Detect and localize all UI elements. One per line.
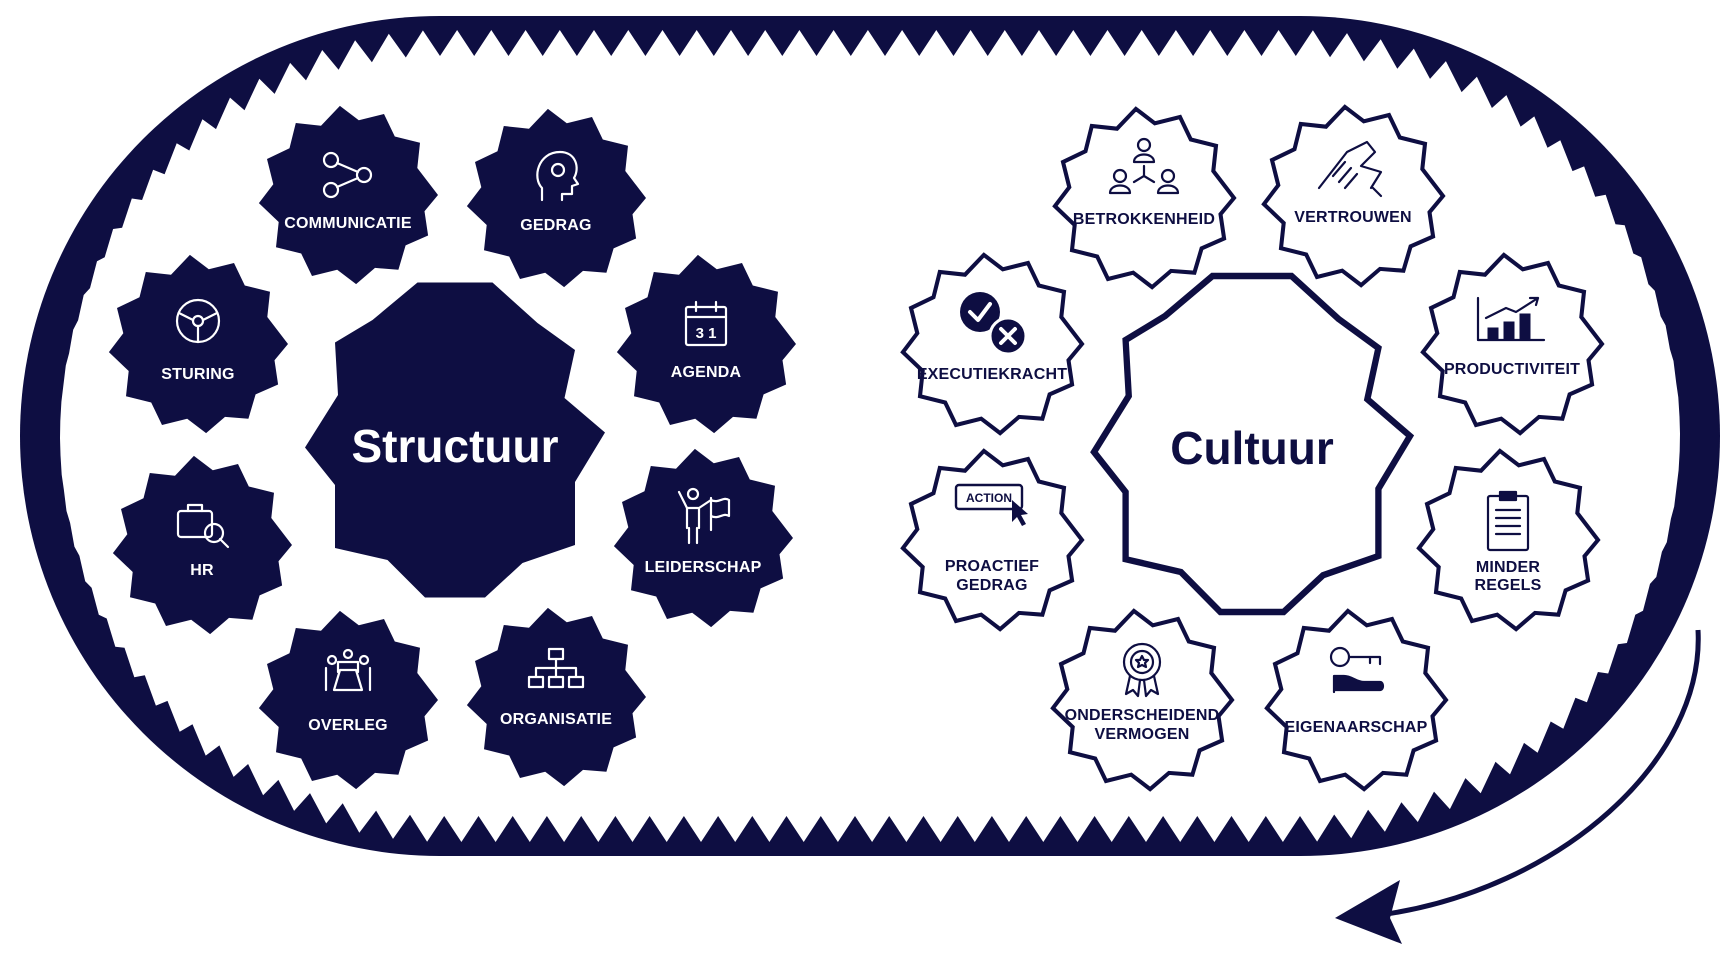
gear-eigenaarschap: EIGENAARSCHAP xyxy=(1267,611,1446,789)
key-hand-icon xyxy=(1329,646,1385,694)
gear-agenda: 3 1 AGENDA xyxy=(616,254,796,434)
gear-vertrouwen: VERTROUWEN xyxy=(1264,107,1443,285)
gear-executiekracht: EXECUTIEKRACHT xyxy=(903,255,1082,433)
meeting-icon xyxy=(324,648,372,692)
structuur-group: Structuur COMMUNICATIE GEDRAG xyxy=(108,105,796,790)
structuur-title: Structuur xyxy=(352,420,559,472)
gear-minder-regels: MINDER REGELS xyxy=(1419,451,1598,629)
head-gear-icon xyxy=(536,150,580,202)
gear-proactief-gedrag: ACTION PROACTIEF GEDRAG xyxy=(903,451,1082,629)
award-badge-icon xyxy=(1122,642,1162,698)
cultuur-title: Cultuur xyxy=(1170,422,1334,474)
gear-label: HR xyxy=(190,562,214,579)
org-chart-icon xyxy=(527,647,585,689)
cultuur-group: Cultuur BETROKKENHEID VERTROUWEN xyxy=(903,107,1602,789)
return-arrow-icon xyxy=(1335,629,1701,944)
check-cross-icon xyxy=(960,292,1028,356)
gear-leiderschap: LEIDERSCHAP xyxy=(613,448,793,628)
growth-chart-icon xyxy=(1476,296,1546,342)
gear-label: BETROKKENHEID xyxy=(1073,211,1215,228)
gear-label: EXECUTIEKRACHT xyxy=(917,366,1067,383)
gear-label: GEDRAG xyxy=(520,217,591,234)
action-cursor-icon: ACTION xyxy=(954,483,1028,526)
gear-label: ORGANISATIE xyxy=(500,711,612,728)
gear-label: STURING xyxy=(161,366,234,383)
gear-overleg: OVERLEG xyxy=(258,610,438,790)
gear-hr: HR xyxy=(112,455,293,635)
calendar-icon xyxy=(684,300,728,347)
gear-betrokkenheid: BETROKKENHEID xyxy=(1055,109,1234,287)
gear-communicatie: COMMUNICATIE xyxy=(258,105,438,285)
cultuur-main-gear: Cultuur xyxy=(1090,272,1415,616)
gear-label-line1: PROACTIEF xyxy=(945,558,1039,575)
gear-label-line1: ONDERSCHEIDEND xyxy=(1065,707,1220,724)
gear-onderscheidend-vermogen: ONDERSCHEIDEND VERMOGEN xyxy=(1053,611,1232,789)
gear-label-line2: REGELS xyxy=(1475,577,1542,594)
gear-label: LEIDERSCHAP xyxy=(645,559,762,576)
gear-label: OVERLEG xyxy=(308,717,388,734)
share-nodes-icon xyxy=(322,151,373,199)
gear-label-line2: VERMOGEN xyxy=(1095,726,1190,743)
action-word: ACTION xyxy=(966,491,1012,505)
gear-gedrag: GEDRAG xyxy=(466,108,646,288)
people-network-icon xyxy=(1108,137,1180,195)
clipboard-icon xyxy=(1486,490,1530,552)
gear-label: AGENDA xyxy=(671,364,742,381)
gear-label: EIGENAARSCHAP xyxy=(1284,719,1427,736)
gear-productiviteit: PRODUCTIVITEIT xyxy=(1423,255,1602,433)
leader-flag-icon xyxy=(677,487,731,545)
briefcase-search-icon xyxy=(176,503,230,549)
handshake-icon xyxy=(1317,140,1383,198)
gear-label-line2: GEDRAG xyxy=(956,577,1027,594)
structuur-main-gear: Structuur xyxy=(305,282,605,598)
calendar-day: 3 1 xyxy=(696,325,717,342)
outer-track xyxy=(20,16,1720,856)
gear-label: PRODUCTIVITEIT xyxy=(1444,361,1580,378)
gear-organisatie: ORGANISATIE xyxy=(466,607,646,787)
gear-label: VERTROUWEN xyxy=(1294,209,1412,226)
gear-label: COMMUNICATIE xyxy=(284,215,412,232)
steering-wheel-icon xyxy=(175,298,221,344)
gear-sturing: STURING xyxy=(108,254,289,434)
gear-label-line1: MINDER xyxy=(1476,559,1541,576)
